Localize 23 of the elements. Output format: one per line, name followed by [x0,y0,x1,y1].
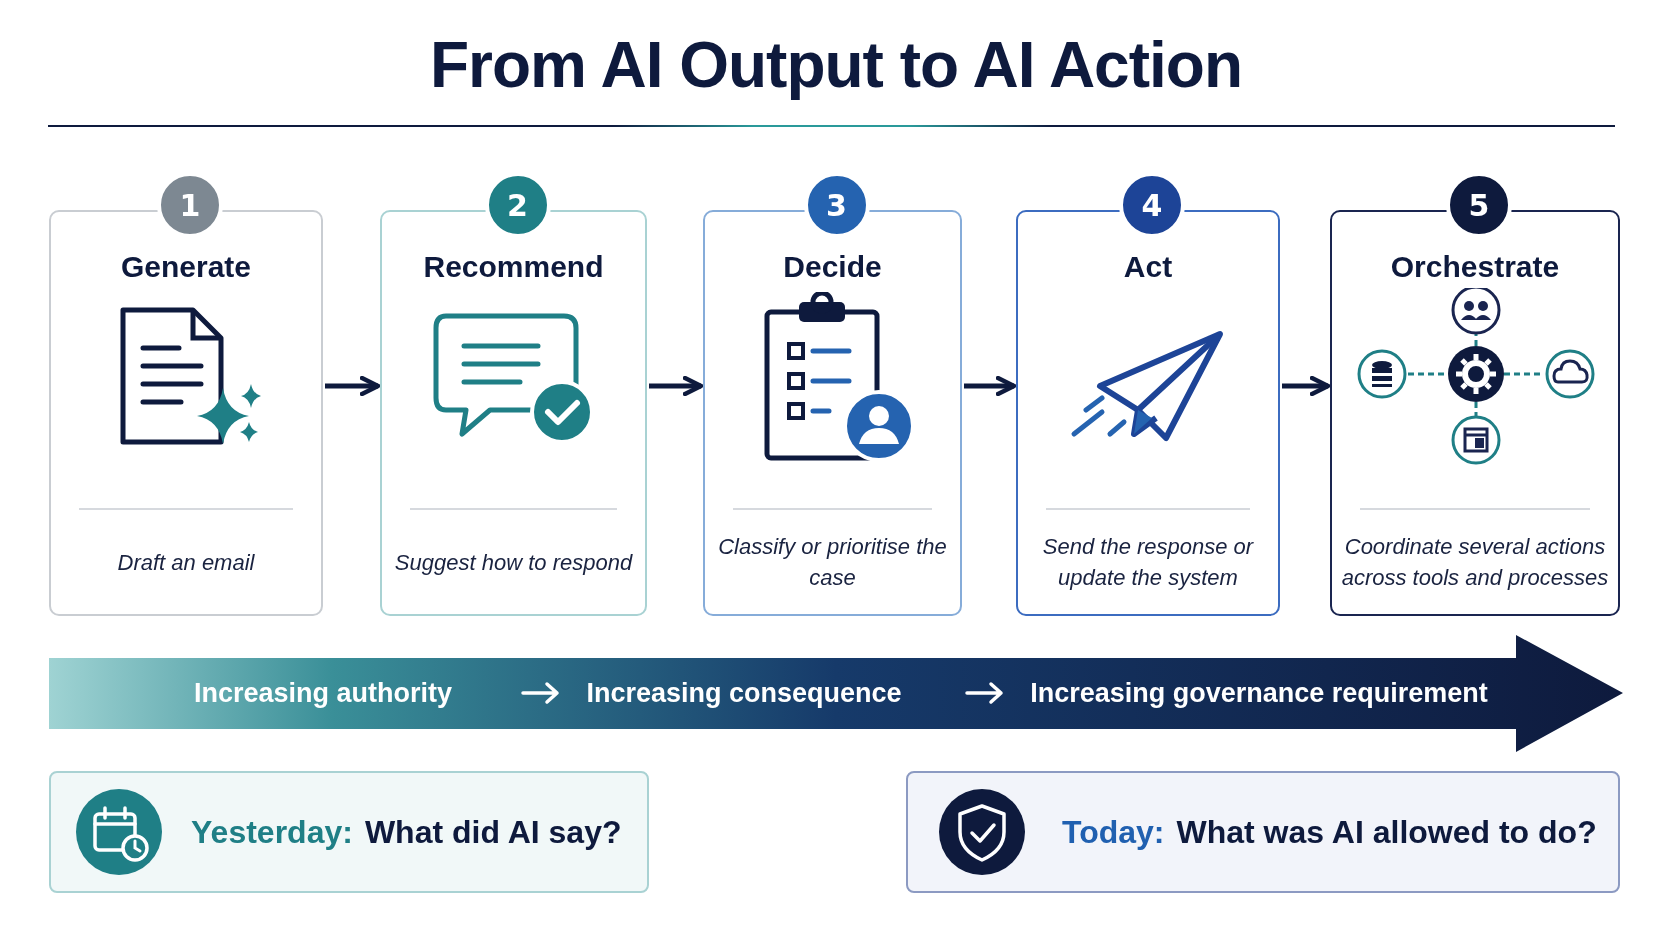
step-title: Orchestrate [1389,250,1561,284]
step-title: Decide [782,250,883,284]
band-label: Increasing consequence [586,677,902,709]
progression-arrow-band [49,635,1623,752]
arrow [964,375,1017,397]
step-title: Recommend [422,250,605,284]
question-text: Yesterday: What did AI say? [191,813,622,851]
question-text: Today: What was AI allowed to do? [1062,813,1597,851]
yesterday-panel [49,771,649,893]
today-panel [906,771,1620,893]
step-description: Coordinate several actions across tools and processes [1340,533,1610,592]
arrow [325,375,381,397]
band-label: Increasing governance requirement [1030,677,1488,709]
step-description: Suggest how to respond [394,548,633,577]
title: From AI Output to AI Action [429,28,1243,102]
band-label: Increasing authority [193,677,453,709]
arrow [1282,375,1331,397]
step-title: Act [1122,250,1174,284]
step-title: Generate [119,250,253,284]
step-description: Draft an email [117,548,255,577]
arrow [649,375,704,397]
step-description: Classify or prioritise the case [717,533,948,592]
step-description: Send the response or update the system [1041,533,1255,592]
